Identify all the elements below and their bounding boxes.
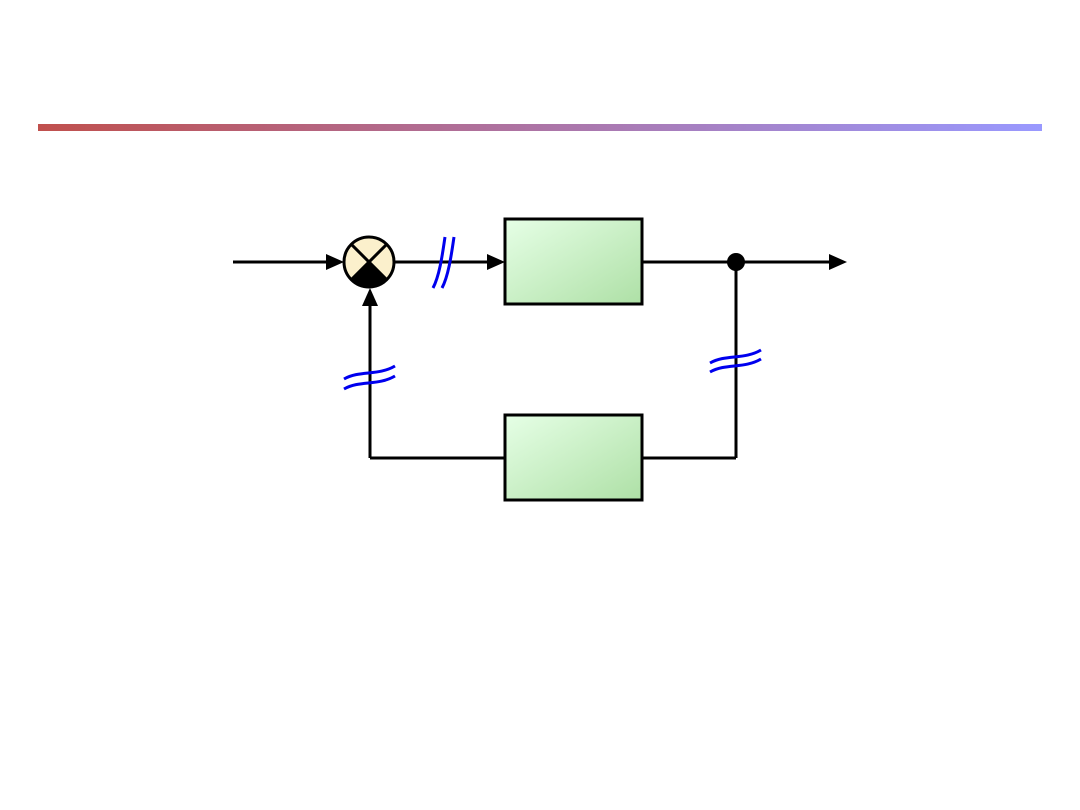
title-divider-bar [38, 124, 1042, 131]
forward-block [503, 217, 644, 306]
input-signal-arrow [233, 254, 344, 270]
break-mark-feedback-right [709, 348, 762, 374]
feedback-arrowhead [362, 288, 378, 306]
feedback-path [362, 262, 738, 460]
break-mark-forward [431, 236, 456, 289]
summing-junction [342, 235, 396, 289]
negative-sign-sector [351, 262, 387, 288]
break-mark-feedback-left [343, 364, 396, 391]
feedback-block [503, 413, 644, 502]
